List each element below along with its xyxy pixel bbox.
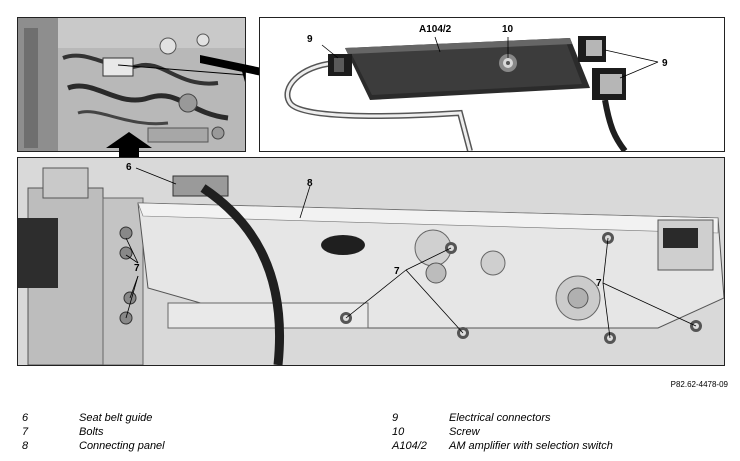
legend-number: 8 [22,440,29,452]
legend-text: Connecting panel [79,440,165,452]
callout-7-mid: 7 [394,266,400,277]
legend-number: 7 [22,426,29,438]
callout-a104-2: A104/2 [419,24,452,35]
seat-belt-guide [172,175,284,365]
connecting-panel-detail: 6 8 7 7 7 [17,157,725,366]
screw [499,54,517,72]
legend-number: 9 [392,412,399,424]
legend-text: Screw [449,426,480,438]
callout-7-left: 7 [134,263,140,274]
callout-8: 8 [307,178,313,189]
overview-illustration [18,18,245,151]
detail-connector [200,55,262,76]
legend-text: Bolts [79,426,104,438]
electrical-connectors-right [578,36,626,100]
amplifier-a104-2 [345,38,590,100]
legend-number: 10 [392,426,405,438]
callout-6: 6 [126,162,132,173]
callout-9-right: 9 [662,58,668,69]
amplifier-illustration: 9 A104/2 10 9 [260,18,724,151]
legend-text: AM amplifier with selection switch [449,440,613,452]
connecting-panel [137,202,724,329]
legend-text: Electrical connectors [449,412,551,424]
callout-9-left: 9 [307,34,313,45]
legend-text: Seat belt guide [79,412,153,424]
amplifier-detail-panel: 9 A104/2 10 9 [259,17,725,152]
callout-10: 10 [502,24,514,35]
callout-7-right: 7 [596,278,602,289]
overview-panel [17,17,246,152]
down-arrow-icon [106,132,152,162]
amplifier-location-marker [102,57,134,77]
legend-number: A104/2 [392,440,427,452]
electrical-connector-left [328,54,352,76]
figure-code: P82.62-4478-09 [670,380,728,389]
legend-number: 6 [22,412,29,424]
connecting-panel-illustration: 6 8 7 7 7 [18,158,724,365]
